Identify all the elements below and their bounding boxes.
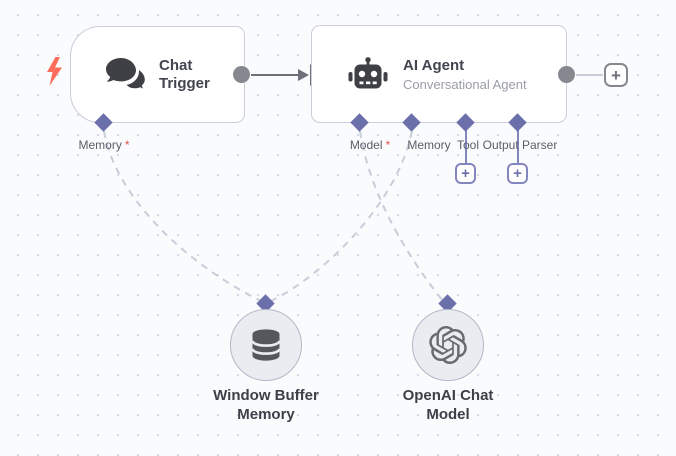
port-label-memory: Memory xyxy=(379,138,479,152)
node-subtitle-ai-agent: Conversational Agent xyxy=(403,76,527,92)
wire-agent-memory xyxy=(270,130,413,302)
output-dot-ai-agent[interactable] xyxy=(558,66,575,83)
port-label-text: Memory xyxy=(407,138,451,152)
required-asterisk: * xyxy=(124,138,130,152)
lightning-bolt-icon xyxy=(47,57,62,86)
database-icon xyxy=(251,329,281,361)
port-label-text: Output Parser xyxy=(482,138,558,152)
openai-logo-icon xyxy=(429,326,467,364)
port-label-chat-trigger-memory: Memory* xyxy=(54,138,154,152)
node-title-ai-agent: AI Agent xyxy=(403,56,465,74)
chat-bubbles-icon xyxy=(106,58,146,91)
port-label-model: Model* xyxy=(320,138,420,152)
wire-arrowhead xyxy=(298,69,309,81)
robot-icon xyxy=(348,57,388,89)
node-label-window-buffer-memory: Window Buffer Memory xyxy=(213,387,319,423)
wire-chat-trigger-memory xyxy=(103,130,262,302)
port-label-output-parser: Output Parser xyxy=(470,138,570,152)
wire-agent-model xyxy=(359,130,444,302)
add-tool-button[interactable]: + xyxy=(455,163,476,184)
output-dot-chat-trigger[interactable] xyxy=(233,66,250,83)
node-openai-chat-model[interactable] xyxy=(412,309,484,381)
node-title-chat-trigger: Chat Trigger xyxy=(159,56,210,92)
node-chat-trigger[interactable]: Chat Trigger xyxy=(70,26,245,123)
port-label-tool: Tool xyxy=(418,138,518,152)
required-asterisk: * xyxy=(385,138,391,152)
port-label-text: Tool xyxy=(456,138,479,152)
node-window-buffer-memory[interactable] xyxy=(230,309,302,381)
add-output-parser-button[interactable]: + xyxy=(507,163,528,184)
port-label-text: Memory xyxy=(78,138,122,152)
node-label-openai-chat-model: OpenAI Chat Model xyxy=(402,387,494,423)
port-label-text: Model xyxy=(349,138,383,152)
add-node-button[interactable]: + xyxy=(604,63,628,87)
node-ai-agent[interactable]: AI Agent Conversational Agent xyxy=(311,25,567,123)
